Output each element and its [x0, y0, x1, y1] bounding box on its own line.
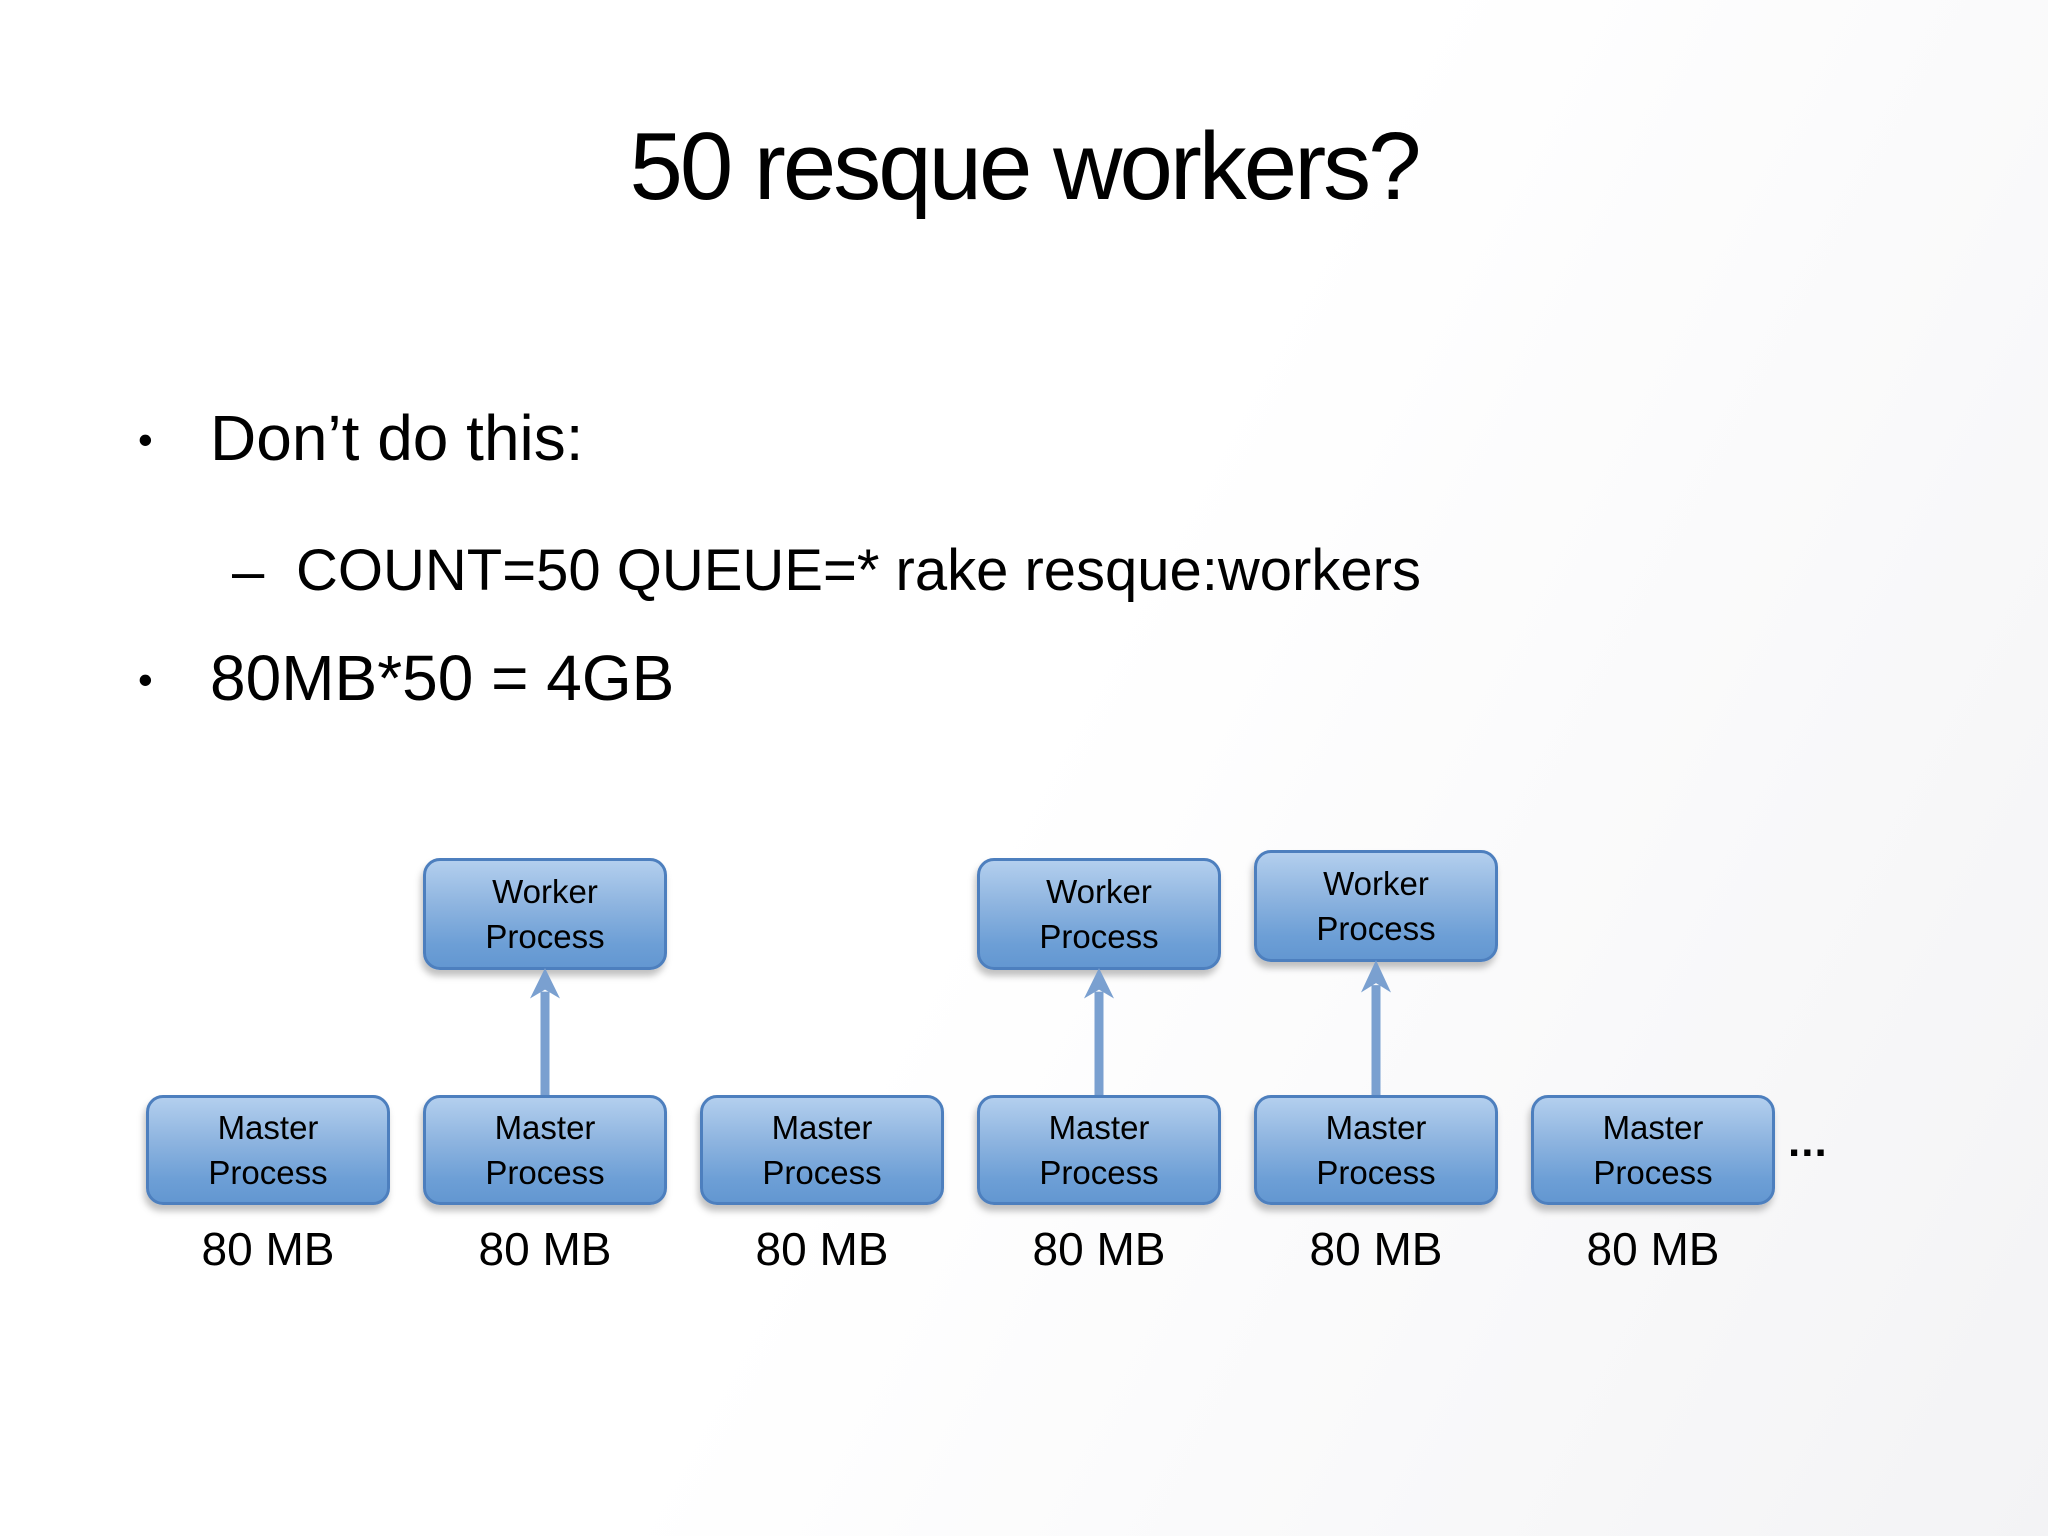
bullet-marker: – — [232, 539, 265, 604]
box-label-line: Process — [1316, 910, 1436, 947]
bullet-text: 80MB*50 = 4GB — [210, 642, 675, 714]
arrow-connector-icon — [530, 967, 560, 1098]
arrow-connector-icon — [1361, 960, 1391, 1098]
memory-label: 80 MB — [755, 1223, 889, 1275]
box-label-line: Master — [1602, 1109, 1704, 1146]
box-label-line: Process — [762, 1154, 882, 1191]
bullet-item: • Don’t do this: — [138, 402, 584, 476]
master-process-box: Master Process — [977, 1095, 1221, 1205]
bullet-item: • 80MB*50 = 4GB — [138, 642, 674, 716]
memory-label: 80 MB — [478, 1223, 612, 1275]
bullet-text: Don’t do this: — [210, 402, 584, 474]
bullet-text: COUNT=50 QUEUE=* rake resque:workers — [296, 538, 1421, 603]
master-process-box: Master Process — [700, 1095, 944, 1205]
master-process-box: Master Process — [1531, 1095, 1775, 1205]
memory-label: 80 MB — [1586, 1223, 1720, 1275]
worker-process-box: Worker Process — [423, 858, 667, 970]
memory-label: 80 MB — [1032, 1223, 1166, 1275]
box-label-line: Master — [217, 1109, 319, 1146]
box-label-line: Worker — [492, 873, 598, 910]
continuation-ellipsis: ... — [1788, 1117, 1828, 1166]
box-label-line: Master — [1325, 1109, 1427, 1146]
bullet-marker: • — [138, 656, 153, 703]
box-label-line: Worker — [1046, 873, 1152, 910]
memory-label: 80 MB — [1309, 1223, 1443, 1275]
box-label-line: Worker — [1323, 865, 1429, 902]
box-label-line: Master — [494, 1109, 596, 1146]
box-label-line: Master — [1048, 1109, 1150, 1146]
box-label-line: Process — [1593, 1154, 1713, 1191]
box-label-line: Process — [1039, 918, 1159, 955]
memory-label: 80 MB — [201, 1223, 335, 1275]
box-label-line: Process — [485, 1154, 605, 1191]
box-label-line: Master — [771, 1109, 873, 1146]
slide-title: 50 resque workers? — [629, 113, 1421, 220]
box-label-line: Process — [485, 918, 605, 955]
box-label-line: Process — [1316, 1154, 1436, 1191]
master-process-box: Master Process — [423, 1095, 667, 1205]
worker-process-box: Worker Process — [977, 858, 1221, 970]
box-label-line: Process — [208, 1154, 328, 1191]
box-label-line: Process — [1039, 1154, 1159, 1191]
arrow-connector-icon — [1084, 967, 1114, 1098]
master-process-box: Master Process — [146, 1095, 390, 1205]
master-process-box: Master Process — [1254, 1095, 1498, 1205]
bullet-marker: • — [138, 416, 153, 463]
worker-process-box: Worker Process — [1254, 850, 1498, 962]
bullet-subitem: – COUNT=50 QUEUE=* rake resque:workers — [232, 538, 1421, 605]
